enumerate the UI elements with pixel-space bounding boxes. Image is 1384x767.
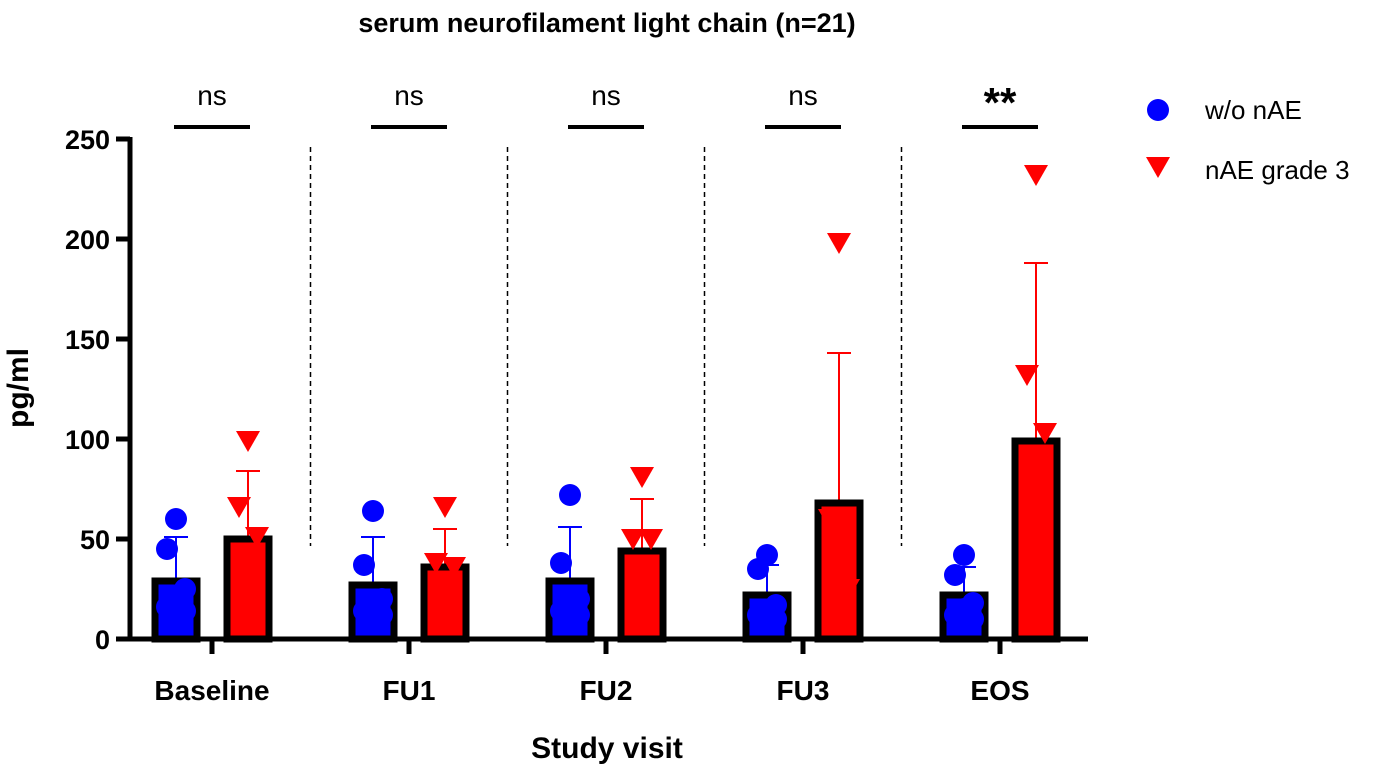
data-point-nae-grade3	[1033, 423, 1057, 444]
legend-label-nae-grade3: nAE grade 3	[1205, 155, 1350, 185]
data-point-without-nae	[747, 604, 769, 626]
data-point-nae-grade3	[236, 431, 260, 452]
bar-nae-grade3	[617, 547, 667, 643]
legend-marker-nae-grade3	[1146, 157, 1170, 178]
data-point-nae-grade3	[227, 497, 251, 518]
data-point-without-nae	[559, 484, 581, 506]
significance-annotations: ns ns ns ns **	[174, 79, 1038, 129]
x-tick-label: EOS	[970, 675, 1029, 706]
data-point-nae-grade3	[630, 467, 654, 488]
data-point-nae-grade3	[245, 527, 269, 548]
data-point-without-nae	[962, 608, 984, 630]
group-dividers	[309, 147, 903, 546]
significance-label: ns	[394, 80, 424, 111]
y-tick-label: 100	[65, 425, 110, 455]
x-tick-label: FU2	[580, 675, 633, 706]
data-point-nae-grade3	[1024, 165, 1048, 186]
data-point-nae-grade3	[424, 553, 448, 574]
legend-label-without-nae: w/o nAE	[1204, 95, 1302, 125]
x-axis-label: Study visit	[531, 732, 683, 765]
data-point-without-nae	[747, 558, 769, 580]
significance-label: ns	[197, 80, 227, 111]
bar-nae-grade3	[420, 563, 470, 643]
data-point-without-nae	[953, 544, 975, 566]
data-point-nae-grade3	[639, 529, 663, 550]
y-tick-label: 200	[65, 225, 110, 255]
data-point-nae-grade3	[818, 509, 842, 530]
x-tick-label: Baseline	[154, 675, 269, 706]
data-point-without-nae	[165, 508, 187, 530]
chart-title: serum neurofilament light chain (n=21)	[358, 8, 855, 38]
data-point-without-nae	[353, 554, 375, 576]
x-tick-label: FU3	[777, 675, 830, 706]
significance-label: ns	[591, 80, 621, 111]
legend-marker-without-nae	[1147, 99, 1169, 121]
bar-nae-grade3	[814, 499, 864, 643]
data-point-without-nae	[944, 604, 966, 626]
error-bars	[164, 262, 1048, 638]
data-point-without-nae	[362, 500, 384, 522]
data-point-without-nae	[550, 552, 572, 574]
data-point-nae-grade3	[442, 557, 466, 578]
data-point-without-nae	[156, 538, 178, 560]
data-point-nae-grade3	[827, 233, 851, 254]
y-tick-label: 250	[65, 125, 110, 155]
bar-nae-grade3	[1011, 437, 1061, 643]
data-point-nae-grade3	[1015, 365, 1039, 386]
data-point-without-nae	[165, 604, 187, 626]
significance-label: ns	[788, 80, 818, 111]
data-point-nae-grade3	[827, 581, 851, 602]
y-tick-label: 50	[80, 525, 110, 555]
data-point-without-nae	[765, 608, 787, 630]
y-tick-label: 150	[65, 325, 110, 355]
data-point-nae-grade3	[433, 497, 457, 518]
x-tick-label: FU1	[383, 675, 436, 706]
bars	[151, 437, 1061, 643]
y-tick-label: 0	[95, 625, 110, 655]
data-point-without-nae	[559, 608, 581, 630]
significance-label: **	[984, 79, 1017, 126]
data-points	[156, 165, 1057, 630]
data-point-nae-grade3	[236, 583, 260, 604]
y-axis-label: pg/ml	[2, 348, 35, 428]
data-point-without-nae	[944, 564, 966, 586]
legend: w/o nAE nAE grade 3	[1146, 95, 1350, 185]
data-point-without-nae	[362, 608, 384, 630]
data-point-nae-grade3	[621, 529, 645, 550]
